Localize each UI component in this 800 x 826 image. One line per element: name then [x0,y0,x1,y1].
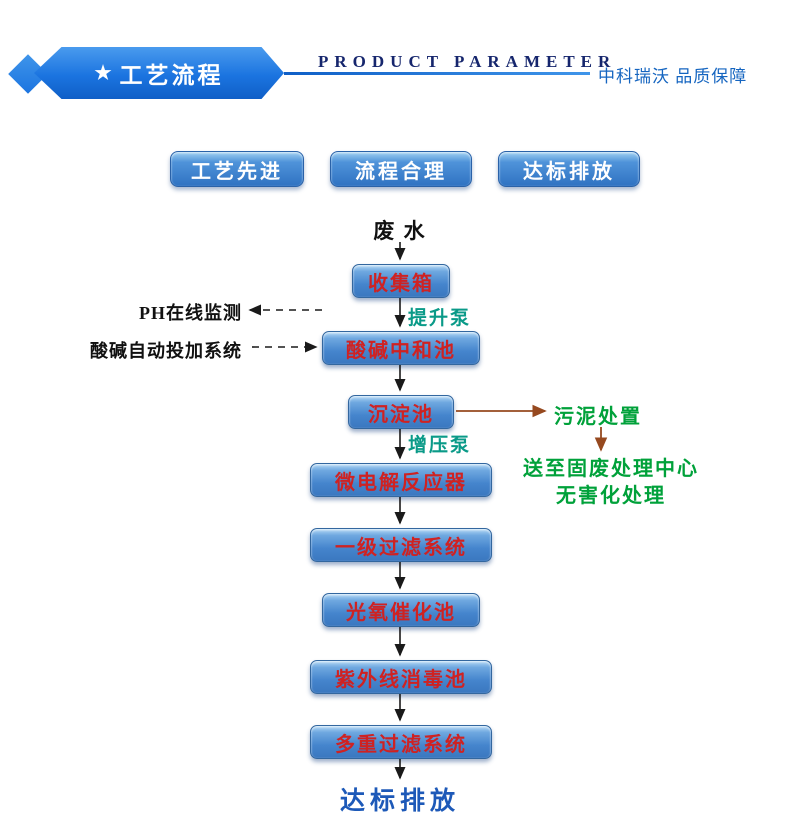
step-collection-tank: 收集箱 [352,264,450,298]
badge-standard-discharge: 达标排放 [498,151,640,187]
step-primary-filter-system: 一级过滤系统 [310,528,492,562]
product-parameter-label: PRODUCT PARAMETER [318,52,617,71]
pump-label-booster-pump: 增压泵 [408,435,472,456]
banner-title: 工艺流程 [119,63,224,88]
flow-end-label: 达标排放 [339,788,460,815]
brand-text: 中科瑞沃 品质保障 [598,67,748,86]
flow-start-label: 废 水 [373,219,427,243]
step-microelectrolysis-reactor: 微电解反应器 [310,463,492,497]
annotation-sludge-note: 送至固废处理中心 无害化处理 [516,456,706,510]
pump-label-lift-pump: 提升泵 [408,308,472,329]
step-uv-disinfection-pool: 紫外线消毒池 [310,660,492,694]
annotation-dosing-system: 酸碱自动投加系统 [90,341,242,361]
badge-advanced-process: 工艺先进 [170,151,304,187]
annotation-sludge-note-line1: 送至固废处理中心 [523,458,699,480]
step-neutralization-pool: 酸碱中和池 [322,331,480,365]
step-sedimentation-pool: 沉淀池 [348,395,454,429]
section-banner: ★ 工艺流程 [34,47,284,99]
badge-reasonable-flow: 流程合理 [330,151,472,187]
header-divider-line [284,72,590,75]
annotation-sludge-disposal: 污泥处置 [554,406,642,428]
annotation-ph-monitoring: PH在线监测 [139,303,242,323]
star-icon: ★ [94,62,112,84]
step-photo-oxidation-pool: 光氧催化池 [322,593,480,627]
step-multi-filter-system: 多重过滤系统 [310,725,492,759]
annotation-sludge-note-line2: 无害化处理 [556,485,666,507]
